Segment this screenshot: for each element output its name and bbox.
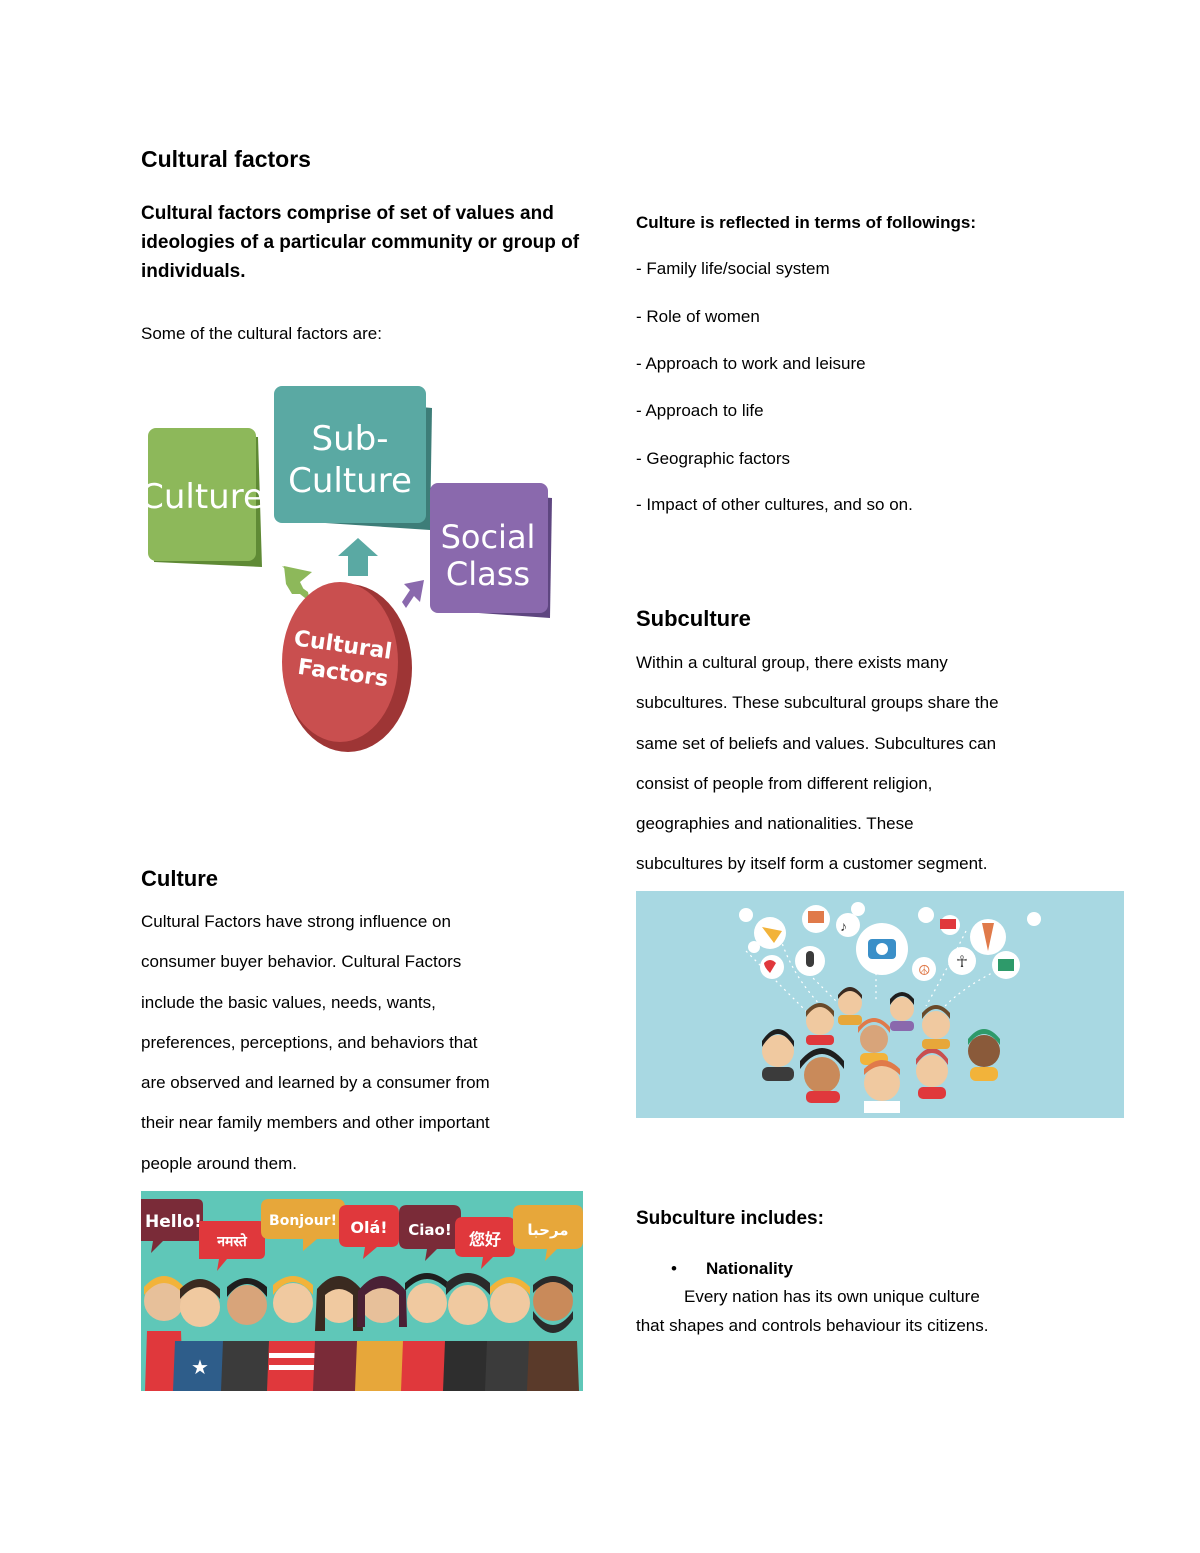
greeting-hello: Hello! — [145, 1212, 202, 1232]
subculture-line: same set of beliefs and values. Subcultu… — [636, 733, 997, 753]
subculture-illustration: ♪ ☮ ☥ — [636, 891, 1124, 1118]
subculture-box: Sub- Culture — [274, 386, 432, 530]
reflected-item: - Approach to work and leisure — [636, 354, 866, 373]
people-row: ★ — [144, 1273, 579, 1391]
subculture-line: subcultures by itself form a customer se… — [636, 854, 988, 874]
social-class-label-1: Social — [441, 518, 536, 556]
some-factors-label: Some of the cultural factors are: — [141, 324, 382, 343]
culture-line: people around them. — [141, 1153, 297, 1173]
culture-line: are observed and learned by a consumer f… — [141, 1073, 490, 1093]
cultural-factors-circle: Cultural Factors — [282, 582, 412, 752]
greeting-bonjour: Bonjour! — [269, 1213, 337, 1229]
subculture-box-label-2: Culture — [288, 461, 412, 501]
greeting-nihao: 您好 — [469, 1230, 501, 1249]
culture-box: Culture — [140, 428, 264, 567]
greetings-illustration: Hello! नमस्ते Bonjour! Olá! Ciao! 您好 مرح… — [141, 1191, 583, 1391]
culture-paragraph: Cultural Factors have strong influence o… — [141, 902, 581, 1184]
social-class-box: Social Class — [430, 483, 552, 618]
greeting-namaste: नमस्ते — [216, 1233, 248, 1250]
culture-box-label: Culture — [140, 477, 264, 517]
intro-paragraph: Cultural factors comprise of set of valu… — [141, 203, 580, 282]
culture-line: preferences, perceptions, and behaviors … — [141, 1032, 478, 1052]
reflected-item: - Approach to life — [636, 401, 764, 420]
svg-text:☥: ☥ — [956, 954, 968, 971]
greeting-marhaba: مرحبا — [527, 1221, 568, 1239]
nationality-line-2: that shapes and controls behaviour its c… — [636, 1316, 989, 1335]
people-group — [762, 987, 1000, 1113]
greeting-ciao: Ciao! — [408, 1221, 451, 1239]
reflected-item: - Impact of other cultures, and so on. — [636, 495, 913, 514]
subculture-paragraph: Within a cultural group, there exists ma… — [636, 643, 1116, 885]
cultural-factors-diagram: Culture Sub- Culture Social Class Cultur… — [140, 386, 552, 752]
interest-icons: ♪ ☮ ☥ — [762, 911, 1014, 978]
subculture-heading: Subculture — [636, 606, 751, 631]
bullet-icon: • — [671, 1259, 677, 1278]
social-class-label-2: Class — [446, 555, 530, 593]
svg-text:★: ★ — [191, 1357, 209, 1379]
svg-text:♪: ♪ — [840, 918, 847, 934]
culture-heading: Culture — [141, 866, 218, 891]
culture-line: consumer buyer behavior. Cultural Factor… — [141, 952, 462, 972]
subculture-line: geographies and nationalities. These — [636, 814, 914, 834]
nationality-line-1: Every nation has its own unique culture — [684, 1287, 980, 1306]
subculture-box-label-1: Sub- — [312, 419, 389, 459]
arrow-to-subculture — [338, 538, 378, 576]
reflected-item: - Family life/social system — [636, 259, 830, 278]
subculture-line: Within a cultural group, there exists ma… — [636, 653, 948, 672]
subculture-line: consist of people from different religio… — [636, 773, 933, 793]
arrow-to-culture-head — [284, 566, 312, 594]
reflected-item: - Role of women — [636, 307, 760, 326]
culture-line: Cultural Factors have strong influence o… — [141, 912, 451, 931]
culture-line: their near family members and other impo… — [141, 1113, 490, 1133]
culture-line: include the basic values, needs, wants, — [141, 992, 436, 1012]
reflected-heading: Culture is reflected in terms of followi… — [636, 213, 977, 232]
svg-text:☮: ☮ — [918, 962, 931, 978]
includes-heading: Subculture includes: — [636, 1208, 824, 1229]
arrow-to-social-class — [402, 580, 424, 608]
greeting-ola: Olá! — [350, 1218, 387, 1237]
page-title: Cultural factors — [141, 146, 311, 172]
reflected-item: - Geographic factors — [636, 449, 791, 468]
subculture-line: subcultures. These subcultural groups sh… — [636, 693, 999, 713]
bullet-label: Nationality — [706, 1259, 793, 1278]
